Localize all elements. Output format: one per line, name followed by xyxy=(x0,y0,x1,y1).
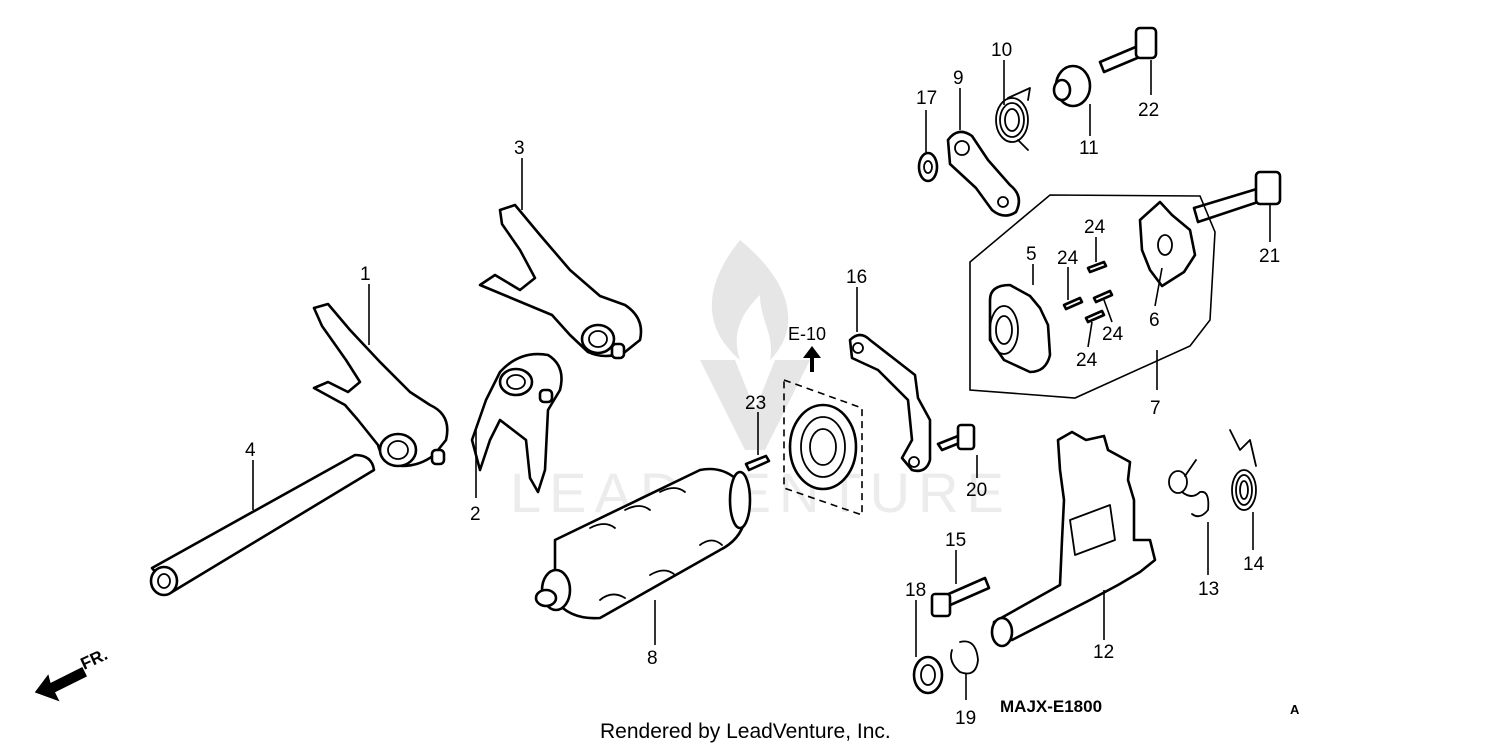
diagram-code-suffix: A xyxy=(1290,702,1300,717)
up-arrow-icon xyxy=(803,346,821,372)
callout-24-d: 24 xyxy=(1076,350,1098,371)
callout-24-b: 24 xyxy=(1057,248,1079,269)
callout-19: 19 xyxy=(955,708,976,729)
diagram-code-text: MAJX-E1800 xyxy=(1000,697,1102,716)
part-9-stopper-arm[interactable] xyxy=(946,130,1021,217)
part-14-spring[interactable] xyxy=(1229,429,1257,511)
part-12-gearshift-spindle[interactable] xyxy=(990,430,1157,648)
part-16-stopper-plate[interactable] xyxy=(848,333,932,473)
callout-9: 9 xyxy=(953,68,964,89)
part-23-dowel-pin[interactable] xyxy=(744,454,771,472)
callout-11: 11 xyxy=(1079,138,1099,159)
part-19-circlip[interactable] xyxy=(950,640,979,675)
part-7-drum-center-assembly-outline xyxy=(969,194,1216,399)
part-10-return-spring[interactable] xyxy=(995,87,1031,151)
callout-23: 23 xyxy=(745,393,766,414)
part-17-washer[interactable] xyxy=(917,151,939,183)
callout-12: 12 xyxy=(1093,642,1114,663)
part-1-shift-fork[interactable] xyxy=(312,302,449,468)
callout-15: 15 xyxy=(945,530,966,551)
callout-17: 17 xyxy=(916,88,937,109)
callout-13: 13 xyxy=(1198,579,1219,600)
callout-4: 4 xyxy=(245,440,256,461)
callout-14: 14 xyxy=(1243,554,1265,575)
callout-21: 21 xyxy=(1259,246,1280,267)
callout-1: 1 xyxy=(360,264,371,285)
callout-18: 18 xyxy=(905,580,926,601)
leader-lines xyxy=(252,60,1271,700)
watermark-text: LEADVENTURE xyxy=(510,461,1012,524)
callout-24-a: 24 xyxy=(1084,217,1106,238)
front-arrow-icon xyxy=(34,666,88,702)
e10-reference-label: E-10 xyxy=(788,324,826,344)
callout-3: 3 xyxy=(514,138,525,159)
part-15-bolt[interactable] xyxy=(930,576,991,618)
callout-6: 6 xyxy=(1149,310,1160,331)
callout-24-c: 24 xyxy=(1102,324,1124,345)
part-4-shift-fork-shaft[interactable] xyxy=(149,453,376,597)
part-8-shift-drum[interactable] xyxy=(534,467,752,620)
part-18-oil-seal[interactable] xyxy=(912,655,944,695)
part-21-bolt[interactable] xyxy=(1192,170,1282,224)
part-22-bolt[interactable] xyxy=(1098,26,1158,74)
part-3-shift-fork[interactable] xyxy=(478,203,643,360)
callout-10: 10 xyxy=(991,40,1012,61)
callout-16: 16 xyxy=(846,267,867,288)
part-20-bolt[interactable] xyxy=(936,423,976,452)
part-11-collar[interactable] xyxy=(1052,64,1092,108)
part-6-drum-plate[interactable] xyxy=(1138,200,1197,288)
part-5-drum-center[interactable] xyxy=(988,283,1052,374)
callout-numbers: 1 2 3 4 5 6 7 8 9 10 11 12 13 14 15 16 1… xyxy=(245,40,1280,729)
callout-2: 2 xyxy=(470,504,481,525)
e10-reference[interactable]: E-10 xyxy=(788,324,826,372)
diagram-code: MAJX-E1800 A xyxy=(1000,697,1300,717)
part-24-pins[interactable] xyxy=(1062,260,1114,324)
footer-credit: Rendered by LeadVenture, Inc. xyxy=(600,720,891,743)
callout-22: 22 xyxy=(1138,100,1159,121)
front-direction-indicator: FR. xyxy=(34,645,111,702)
bearing-reference-group xyxy=(783,378,863,517)
part-2-shift-fork[interactable] xyxy=(470,352,563,494)
callout-5: 5 xyxy=(1026,244,1037,265)
part-13-spring[interactable] xyxy=(1168,459,1210,518)
callout-20: 20 xyxy=(966,480,987,501)
callout-7: 7 xyxy=(1150,398,1161,419)
callout-8: 8 xyxy=(647,648,658,669)
